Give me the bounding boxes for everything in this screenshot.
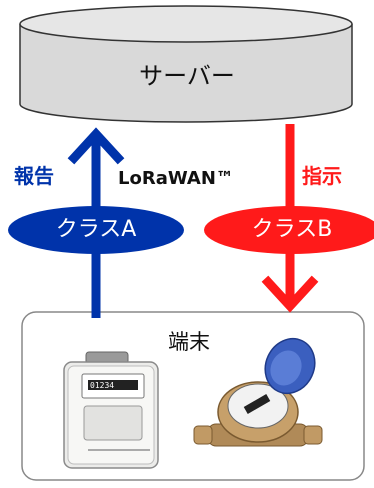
device-label: 端末	[168, 330, 210, 354]
downlink-label: 指示	[302, 164, 342, 188]
protocol-label: LoRaWAN™	[118, 168, 234, 189]
gas-meter-icon: 01234	[63, 351, 159, 469]
uplink-label: 報告	[14, 164, 54, 188]
class-a-ellipse	[8, 206, 184, 254]
water-meter-icon	[193, 337, 323, 447]
server-label: サーバー	[139, 62, 235, 90]
class-a-label: クラスA	[55, 217, 137, 242]
server-cylinder	[19, 5, 353, 123]
class-b-label: クラスB	[251, 217, 333, 242]
svg-text:01234: 01234	[90, 381, 114, 390]
class-b-ellipse	[204, 206, 374, 254]
